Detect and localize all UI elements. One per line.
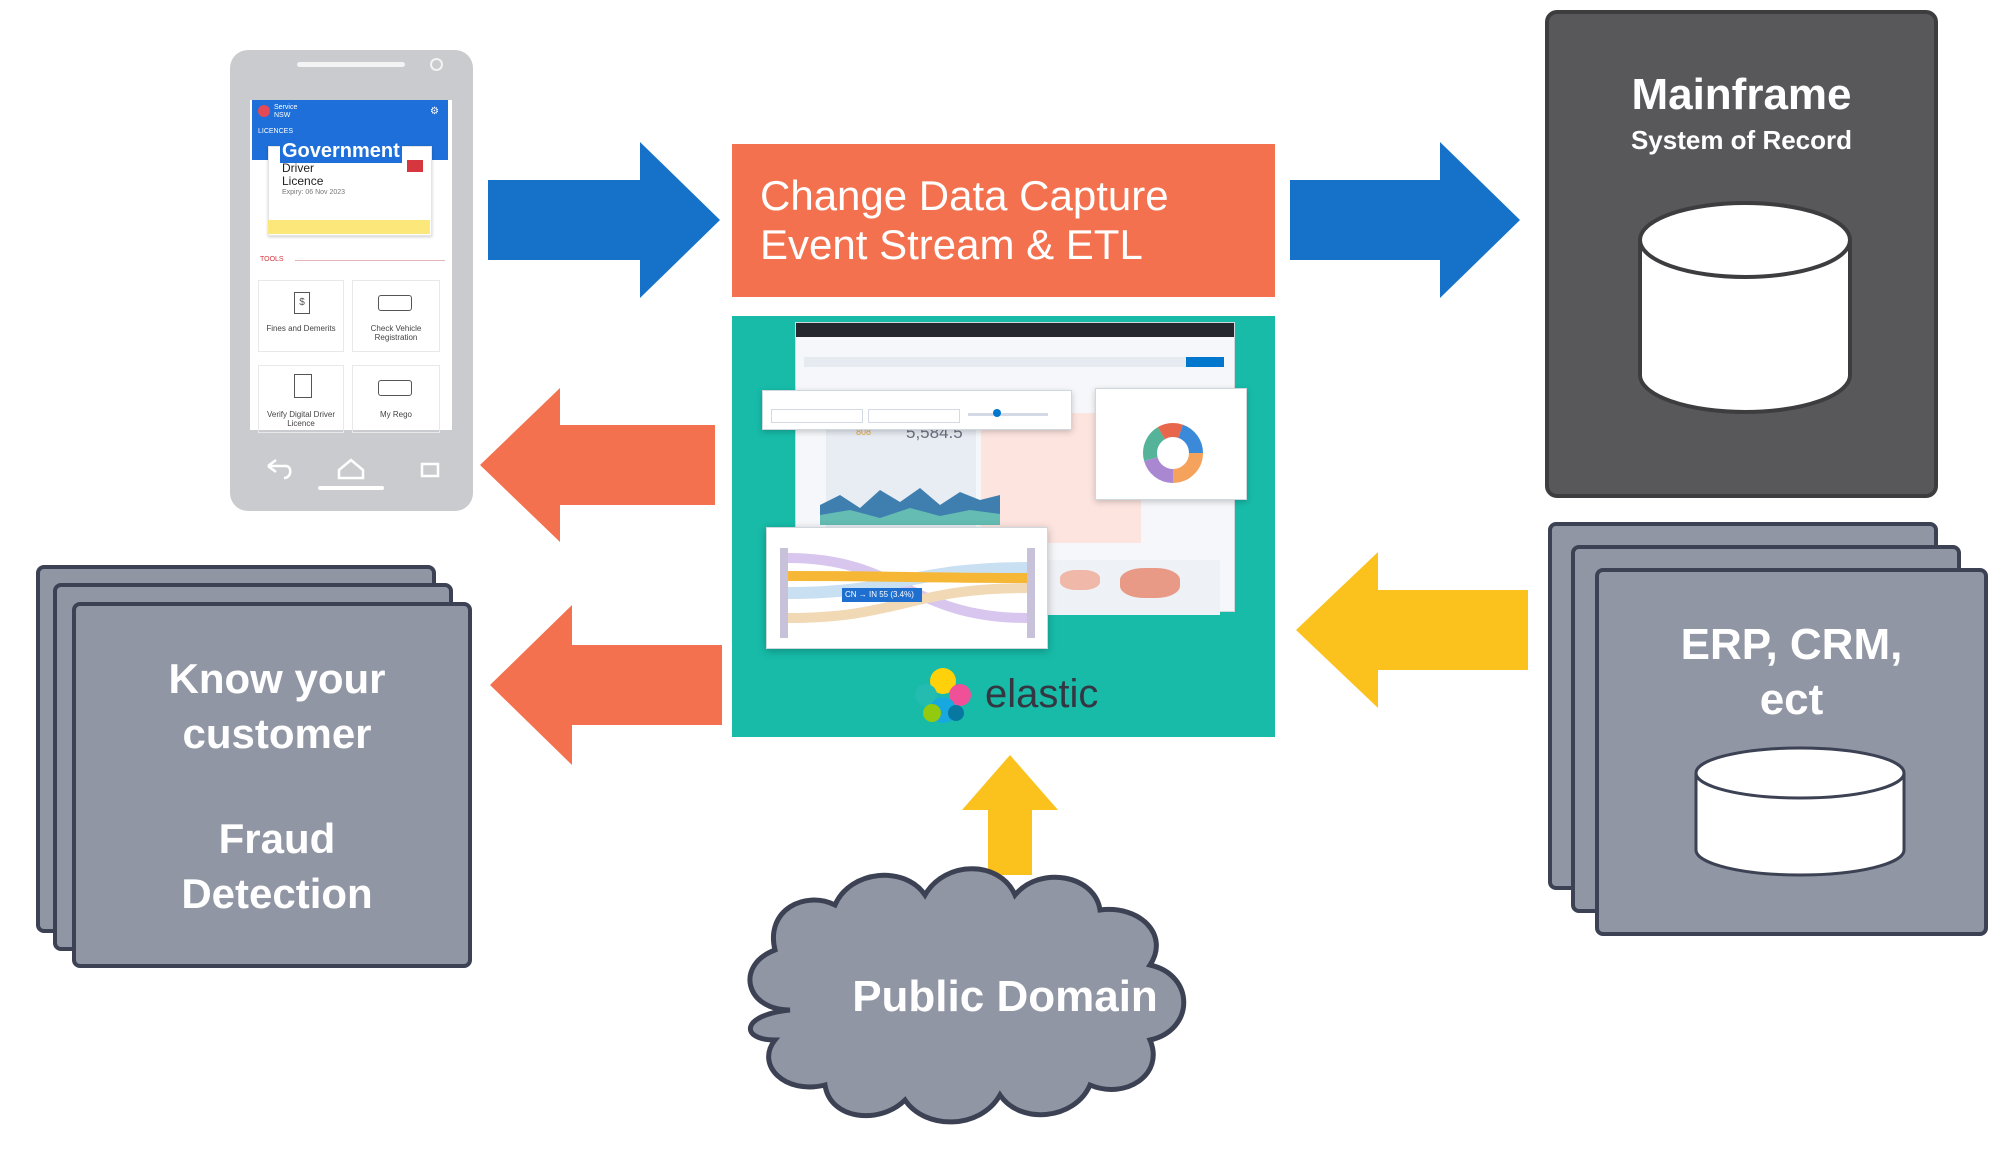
blue-arrow-phone-to-cdc bbox=[488, 142, 720, 298]
licence-card-line1: Driver bbox=[282, 161, 314, 175]
service-nsw-logo-icon bbox=[258, 105, 270, 117]
dashboard-traffic-chart bbox=[820, 488, 1000, 525]
phone-camera-icon bbox=[430, 58, 443, 71]
tools-divider bbox=[295, 260, 445, 261]
recents-icon bbox=[420, 462, 440, 478]
app-section-label: LICENCES bbox=[258, 128, 294, 135]
orange-arrow-to-kyc bbox=[490, 605, 722, 765]
dashboard-donut-chart bbox=[1143, 423, 1203, 483]
dashboard-sankey-tooltip: CN → IN 55 (3.4%) bbox=[845, 590, 914, 599]
erp-title-line2: ect bbox=[1759, 675, 1824, 724]
tool-verify-tile[interactable] bbox=[258, 365, 344, 433]
kyc-card-front bbox=[72, 602, 472, 968]
dashboard-metric-small: 808 bbox=[856, 427, 872, 437]
dashboard-map-panel bbox=[1040, 560, 1220, 615]
dashboard-sankey-chart bbox=[780, 548, 1035, 638]
public-domain-label: Public Domain bbox=[852, 972, 1158, 1021]
nsw-badge-icon bbox=[407, 160, 423, 172]
tool-verify-label: Verify Digital Driver Licence bbox=[266, 410, 335, 428]
fraud-title-line1: Fraud bbox=[218, 815, 336, 862]
dashboard-filter-popover bbox=[762, 390, 1072, 430]
dashboard-filter-bar bbox=[804, 357, 1224, 367]
licence-card-expiry: Expiry: 06 Nov 2023 bbox=[282, 189, 346, 196]
mainframe-database-icon bbox=[1638, 201, 1852, 414]
yellow-arrow-from-erp bbox=[1296, 552, 1528, 708]
licence-card-title: Government bbox=[280, 140, 402, 163]
tool-rego-label: My Rego bbox=[379, 410, 412, 419]
back-icon bbox=[267, 459, 292, 480]
tool-fines-label: Fines and Demerits bbox=[266, 324, 336, 333]
erp-title-line1: ERP, CRM, bbox=[1680, 620, 1903, 669]
elastic-wordmark: elastic bbox=[985, 672, 1099, 716]
mainframe-subtitle: System of Record bbox=[1630, 125, 1853, 155]
kyc-title-line2: customer bbox=[182, 710, 372, 757]
orange-arrow-to-phone bbox=[480, 388, 715, 542]
dashboard-header-bar bbox=[796, 323, 1234, 337]
public-domain-cloud bbox=[747, 866, 1187, 1125]
rego-plate-icon bbox=[378, 380, 412, 396]
mainframe-title: Mainframe bbox=[1631, 70, 1852, 119]
tool-vehicle-tile[interactable] bbox=[352, 280, 440, 352]
tool-rego-tile[interactable] bbox=[352, 365, 440, 433]
fines-icon: $ bbox=[294, 292, 310, 314]
yellow-arrow-from-public-domain bbox=[962, 755, 1058, 875]
phone-speaker bbox=[297, 62, 405, 67]
app-settings-icon[interactable]: ⚙ bbox=[430, 106, 439, 117]
home-icon bbox=[337, 458, 365, 480]
fraud-title-line2: Detection bbox=[181, 870, 373, 917]
dashboard-refresh-button bbox=[1186, 357, 1224, 367]
cdc-box bbox=[732, 144, 1275, 297]
cdc-title-line2: Event Stream & ETL bbox=[760, 221, 1143, 268]
kyc-title-line1: Know your bbox=[168, 655, 386, 702]
app-brand: Service NSW bbox=[274, 104, 298, 119]
elastic-logo-icon bbox=[915, 668, 971, 723]
phone-nav-bar bbox=[267, 458, 440, 490]
licence-card-line2: Licence bbox=[282, 174, 324, 188]
cdc-title-line1: Change Data Capture bbox=[760, 172, 1169, 219]
tools-label: TOOLS bbox=[260, 256, 284, 263]
blue-arrow-cdc-to-mainframe bbox=[1290, 142, 1520, 298]
erp-database-icon bbox=[1694, 746, 1906, 877]
licence-card-stripe bbox=[268, 220, 430, 234]
verify-licence-icon bbox=[294, 374, 312, 398]
vehicle-plate-icon bbox=[378, 295, 412, 311]
tool-fines-tile[interactable] bbox=[258, 280, 344, 352]
tool-vehicle-label: Check Vehicle Registration bbox=[370, 324, 422, 342]
